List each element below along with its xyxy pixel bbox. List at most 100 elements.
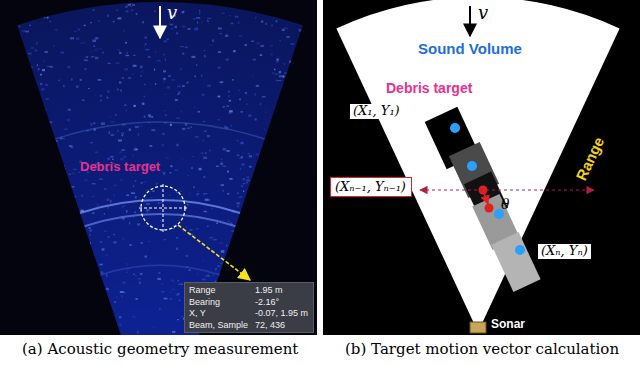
- sonar-speckle: [289, 60, 291, 62]
- sonar-speckle: [271, 216, 273, 218]
- sonar-speckle: [91, 324, 94, 325]
- sonar-speckle: [49, 21, 51, 23]
- sonar-speckle: [92, 325, 93, 326]
- sonar-speckle: [140, 273, 143, 275]
- sonar-speckle: [122, 238, 125, 240]
- sonar-speckle: [255, 93, 256, 95]
- sonar-speckle: [84, 60, 88, 61]
- sonar-speckle: [144, 37, 147, 39]
- sonar-speckle: [229, 100, 231, 102]
- sonar-speckle: [72, 232, 74, 233]
- sonar-speckle: [128, 4, 131, 6]
- subfigure-caption: (b) Target motion vector calculation: [345, 341, 619, 358]
- sonar-speckle: [259, 183, 263, 184]
- sonar-speckle: [108, 236, 110, 238]
- sonar-speckle: [203, 121, 206, 122]
- sonar-speckle: [32, 226, 35, 228]
- sonar-speckle: [41, 116, 44, 118]
- sonar-speckle: [268, 196, 270, 198]
- sonar-speckle: [242, 152, 245, 153]
- sonar-speckle: [233, 50, 236, 52]
- sonar-speckle: [98, 297, 101, 299]
- sonar-speckle: [133, 65, 137, 67]
- sonar-speckle: [209, 150, 210, 152]
- sonar-speckle: [113, 241, 117, 243]
- sonar-speckle: [286, 5, 287, 7]
- sonar-speckle: [220, 33, 222, 34]
- sonar-speckle: [304, 216, 307, 217]
- sonar-speckle: [135, 180, 136, 181]
- sonar-speckle: [89, 230, 92, 232]
- sonar-speckle: [194, 106, 195, 108]
- sonar-speckle: [239, 90, 240, 91]
- sonar-label: Sonar: [491, 318, 525, 332]
- sonar-speckle: [26, 159, 29, 160]
- sonar-speckle: [204, 55, 206, 57]
- sonar-speckle: [182, 11, 185, 13]
- sonar-speckle: [27, 277, 31, 279]
- sonar-speckle: [13, 240, 17, 242]
- sonar-speckle: [202, 279, 206, 281]
- sonar-speckle: [53, 45, 54, 47]
- sonar-speckle: [62, 138, 65, 139]
- sonar-speckle: [239, 196, 243, 198]
- sonar-speckle: [107, 63, 110, 64]
- sonar-speckle: [182, 128, 185, 130]
- sonar-speckle: [26, 31, 29, 33]
- sonar-speckle: [269, 7, 270, 9]
- sonar-speckle: [219, 2, 222, 4]
- sonar-speckle: [158, 202, 160, 203]
- sonar-speckle: [163, 81, 165, 83]
- range-ring: [85, 214, 236, 226]
- sonar-speckle: [27, 125, 30, 127]
- sonar-speckle: [248, 153, 250, 154]
- sonar-speckle: [106, 254, 108, 255]
- sonar-speckle: [79, 219, 81, 220]
- sonar-speckle: [72, 238, 76, 239]
- sonar-icon: [470, 322, 486, 333]
- sonar-speckle: [161, 291, 164, 292]
- sonar-speckle: [171, 280, 174, 282]
- sonar-speckle: [88, 88, 90, 89]
- sonar-speckle: [237, 206, 238, 207]
- sonar-speckle: [203, 260, 204, 261]
- sonar-speckle: [101, 286, 102, 287]
- sonar-speckle: [144, 84, 146, 85]
- sonar-speckle: [174, 169, 178, 170]
- sonar-speckle: [282, 224, 285, 226]
- sonar-speckle: [43, 281, 44, 283]
- sonar-speckle: [202, 140, 204, 141]
- sonar-speckle: [49, 121, 52, 123]
- sonar-speckle: [17, 239, 21, 241]
- sonar-speckle: [119, 52, 122, 53]
- sonar-speckle: [276, 60, 278, 62]
- sonar-speckle: [199, 168, 202, 170]
- sonar-speckle: [137, 223, 140, 225]
- sonar-speckle: [35, 230, 38, 232]
- sonar-speckle: [52, 216, 54, 217]
- sonar-speckle: [65, 251, 68, 252]
- sonar-speckle: [239, 35, 242, 36]
- sonar-speckle: [286, 36, 290, 38]
- sonar-speckle: [189, 192, 190, 194]
- sonar-speckle: [229, 178, 232, 180]
- sonar-speckle: [92, 212, 95, 213]
- sonar-speckle: [177, 93, 179, 95]
- sonar-speckle: [289, 256, 291, 258]
- sonar-speckle: [205, 152, 207, 153]
- sonar-speckle: [267, 137, 271, 139]
- sonar-speckle: [126, 272, 128, 274]
- sonar-speckle: [306, 200, 310, 202]
- sonar-speckle: [133, 105, 135, 107]
- sonar-speckle: [47, 17, 49, 19]
- sonar-speckle: [163, 110, 166, 111]
- sonar-speckle: [124, 104, 126, 105]
- subfigure-caption: (a) Acoustic geometry measurement: [22, 341, 298, 358]
- sonar-speckle: [278, 276, 282, 278]
- sonar-speckle: [86, 56, 88, 58]
- sonar-speckle: [134, 148, 136, 150]
- sonar-speckle: [99, 178, 103, 179]
- sonar-speckle: [265, 163, 266, 164]
- sonar-speckle: [20, 8, 21, 9]
- sonar-speckle: [142, 21, 144, 23]
